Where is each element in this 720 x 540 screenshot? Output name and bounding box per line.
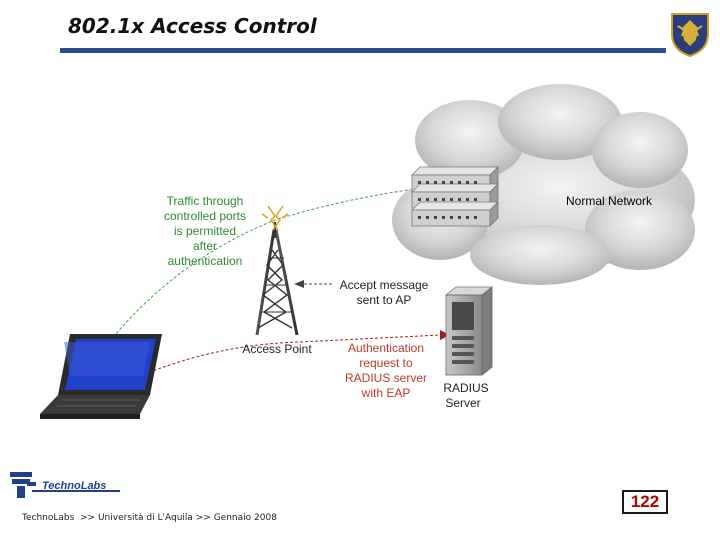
laptop-icon [40, 334, 162, 419]
switch-stack-icon [411, 166, 499, 227]
cloud-label: Normal Network [566, 194, 653, 208]
traffic-note-line: controlled ports [164, 209, 246, 223]
traffic-note-line: Traffic through [167, 194, 244, 208]
accept-message-line: sent to AP [357, 293, 412, 307]
svg-text:TechnoLabs: TechnoLabs [42, 480, 106, 492]
radius-server-icon [444, 286, 494, 376]
auth-request-line: request to [359, 356, 413, 370]
title-underline [60, 48, 666, 53]
logo-text-labs: Labs [81, 480, 107, 492]
university-crest-icon [671, 13, 709, 58]
slide-title: 802.1x Access Control [68, 14, 317, 38]
access-point-label: Access Point [242, 342, 312, 356]
auth-request-line: RADIUS server [345, 371, 427, 385]
network-diagram: Normal Network [40, 84, 695, 419]
logo-text-techno: Techno [42, 480, 81, 492]
traffic-note-line: is permitted [174, 224, 236, 238]
technolabs-logo: TechnoLabs [10, 472, 120, 498]
auth-request-line: Authentication [348, 341, 424, 355]
network-cloud [392, 84, 695, 285]
page-number: 122 [622, 490, 668, 514]
authorized-traffic-path [74, 189, 409, 391]
access-point-tower-icon [255, 222, 299, 336]
accept-message-line: Accept message [340, 278, 429, 292]
traffic-note-line: after [193, 239, 217, 253]
radius-server-label: RADIUS [443, 381, 488, 395]
radio-signal-icon [261, 205, 289, 231]
auth-request-line: with EAP [361, 386, 411, 400]
radius-server-label: Server [445, 396, 480, 410]
traffic-note-line: authentication [168, 254, 243, 268]
slide-footer: TechnoLabs >> Università di L'Aquila >> … [22, 513, 277, 523]
